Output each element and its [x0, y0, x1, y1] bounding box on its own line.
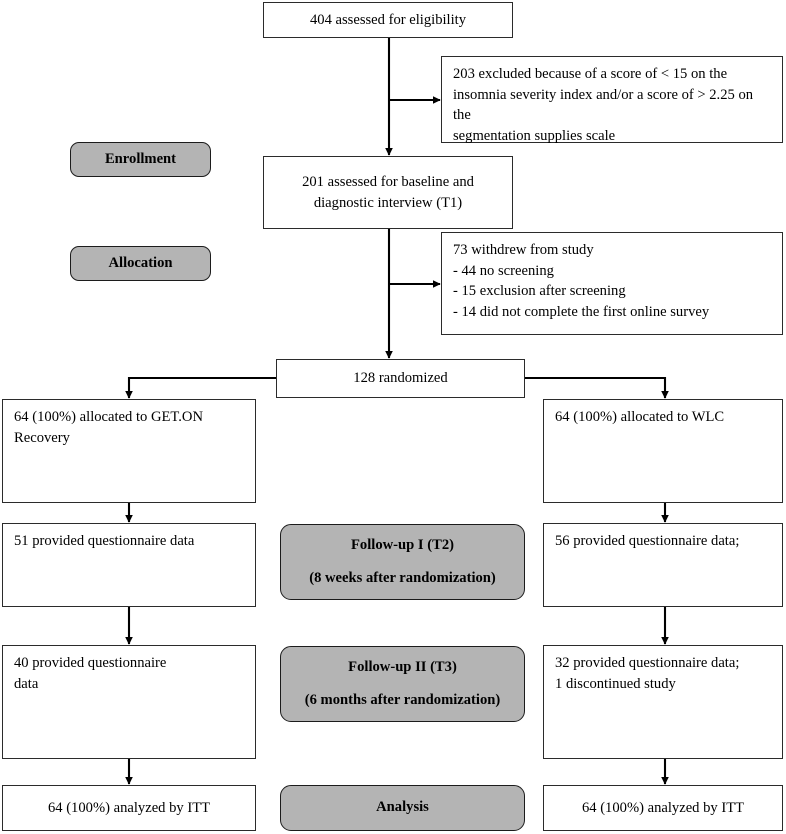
node-t3-right-line-1: 32 provided questionnaire data; — [555, 655, 740, 671]
node-withdrew: 73 withdrew from study - 44 no screening… — [441, 232, 783, 335]
node-analysis-right-line-1: 64 (100%) analyzed by ITT — [581, 799, 745, 816]
node-t2-right-line-1: 56 provided questionnaire data; — [555, 533, 740, 549]
node-allocated-intervention: 64 (100%) allocated to GET.ON Recovery — [2, 399, 256, 503]
stage-label-analysis: Analysis — [280, 785, 525, 831]
node-baseline-line-2: diagnostic interview (T1) — [313, 194, 463, 211]
node-withdrew-line-3: - 15 exclusion after screening — [453, 283, 626, 300]
node-excluded-line-1: 203 excluded because of a score of < 15 … — [453, 66, 728, 82]
node-analysis-control: 64 (100%) analyzed by ITT — [543, 785, 783, 831]
node-allocated-control: 64 (100%) allocated to WLC — [543, 399, 783, 503]
stage-analysis-text: Analysis — [376, 799, 429, 816]
node-excluded: 203 excluded because of a score of < 15 … — [441, 56, 783, 144]
node-alloc-left-line-1: 64 (100%) allocated to GET.ON — [14, 409, 203, 425]
node-alloc-left-line-2: Recovery — [14, 429, 70, 446]
node-t2-intervention: 51 provided questionnaire data — [2, 523, 256, 607]
node-t3-right-line-2: 1 discontinued study — [555, 675, 676, 692]
node-withdrew-line-4: - 14 did not complete the first online s… — [453, 304, 710, 321]
node-withdrew-line-1: 73 withdrew from study — [453, 242, 594, 258]
stage-followup2-line-1: Follow-up II (T3) — [348, 658, 457, 675]
node-excluded-line-3: segmentation supplies scale — [453, 128, 616, 145]
node-t2-left-line-1: 51 provided questionnaire data — [14, 533, 195, 549]
node-assessed-line-1: 404 assessed for eligibility — [309, 11, 467, 28]
node-t3-intervention: 40 provided questionnaire data — [2, 645, 256, 759]
stage-followup1-line-2: (8 weeks after randomization) — [309, 569, 496, 586]
node-analysis-intervention: 64 (100%) analyzed by ITT — [2, 785, 256, 831]
node-excluded-line-2: insomnia severity index and/or a score o… — [453, 86, 754, 124]
connector-randomized-to-left-arm — [125, 376, 276, 399]
node-t3-left-line-2: data — [14, 675, 39, 692]
node-t3-left-line-1: 40 provided questionnaire — [14, 655, 167, 671]
node-randomized-line-1: 128 randomized — [353, 370, 448, 387]
node-t3-control: 32 provided questionnaire data; 1 discon… — [543, 645, 783, 759]
stage-label-enrollment: Enrollment — [70, 142, 211, 177]
stage-label-followup-1: Follow-up I (T2) (8 weeks after randomiz… — [280, 524, 525, 600]
connector-randomized-to-right-arm — [525, 376, 669, 399]
node-baseline-line-1: 201 assessed for baseline and — [302, 173, 474, 190]
node-t2-control: 56 provided questionnaire data; — [543, 523, 783, 607]
stage-enrollment-text: Enrollment — [104, 150, 177, 167]
stage-label-allocation: Allocation — [70, 246, 211, 281]
node-assessed-for-eligibility: 404 assessed for eligibility — [263, 2, 513, 38]
node-randomized: 128 randomized — [276, 359, 525, 398]
node-withdrew-line-2: - 44 no screening — [453, 262, 554, 279]
node-analysis-left-line-1: 64 (100%) analyzed by ITT — [47, 799, 211, 816]
stage-followup1-line-1: Follow-up I (T2) — [351, 536, 454, 553]
stage-followup2-line-2: (6 months after randomization) — [304, 691, 501, 708]
stage-label-followup-2: Follow-up II (T3) (6 months after random… — [280, 646, 525, 722]
stage-allocation-text: Allocation — [108, 254, 173, 271]
node-alloc-right-line-1: 64 (100%) allocated to WLC — [555, 409, 725, 425]
node-baseline-assessment: 201 assessed for baseline and diagnostic… — [263, 156, 513, 229]
